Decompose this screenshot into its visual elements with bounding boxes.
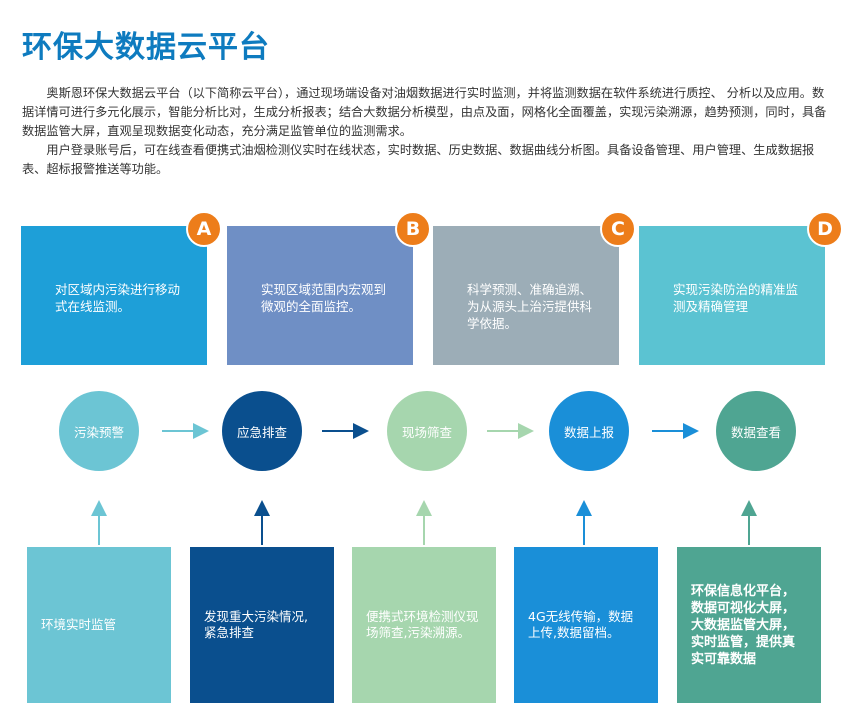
- detail-box-5: 环保信息化平台，数据可视化大屏，大数据监管大屏，实时监管，提供真实可靠数据: [677, 547, 821, 703]
- step-pollution-warning: 污染预警: [59, 391, 139, 471]
- benefit-text: 实现污染防治的精准监测及精确管理: [673, 282, 799, 314]
- benefit-text: 实现区域范围内宏观到微观的全面监控。: [261, 282, 387, 314]
- badge-b: B: [395, 211, 431, 247]
- detail-text: 环保信息化平台，数据可视化大屏，大数据监管大屏，实时监管，提供真实可靠数据: [691, 583, 796, 667]
- badge-c: C: [600, 211, 636, 247]
- step-emergency-check: 应急排查: [222, 391, 302, 471]
- step-site-screening: 现场筛查: [387, 391, 467, 471]
- page-title: 环保大数据云平台: [22, 30, 270, 65]
- detail-box-1: 环境实时监管: [27, 547, 171, 703]
- intro-paragraph-2: 用户登录账号后，可在线查看便携式油烟检测仪实时在线状态，实时数据、历史数据、数据…: [22, 143, 815, 176]
- benefit-box-b: 实现区域范围内宏观到微观的全面监控。: [227, 226, 413, 365]
- badge-a: A: [186, 211, 222, 247]
- badge-d: D: [807, 211, 843, 247]
- benefit-box-c: 科学预测、准确追溯、为从源头上治污提供科学依据。: [433, 226, 619, 365]
- step-data-report: 数据上报: [549, 391, 629, 471]
- detail-text: 便携式环境检测仪现场筛查,污染溯源。: [366, 609, 479, 640]
- benefit-box-d: 实现污染防治的精准监测及精确管理: [639, 226, 825, 365]
- detail-text: 发现重大污染情况,紧急排查: [204, 609, 308, 640]
- detail-text: 4G无线传输，数据上传,数据留档。: [528, 609, 634, 640]
- benefit-text: 科学预测、准确追溯、为从源头上治污提供科学依据。: [467, 282, 593, 331]
- detail-box-4: 4G无线传输，数据上传,数据留档。: [514, 547, 658, 703]
- benefit-text: 对区域内污染进行移动式在线监测。: [55, 282, 181, 314]
- detail-text: 环境实时监管: [41, 617, 117, 632]
- intro-text: 奥斯恩环保大数据云平台（以下简称云平台），通过现场端设备对油烟数据进行实时监测，…: [22, 84, 832, 179]
- benefit-box-a: 对区域内污染进行移动式在线监测。: [21, 226, 207, 365]
- intro-paragraph-1: 奥斯恩环保大数据云平台（以下简称云平台），通过现场端设备对油烟数据进行实时监测，…: [22, 86, 827, 138]
- detail-box-2: 发现重大污染情况,紧急排查: [190, 547, 334, 703]
- step-data-view: 数据查看: [716, 391, 796, 471]
- detail-box-3: 便携式环境检测仪现场筛查,污染溯源。: [352, 547, 496, 703]
